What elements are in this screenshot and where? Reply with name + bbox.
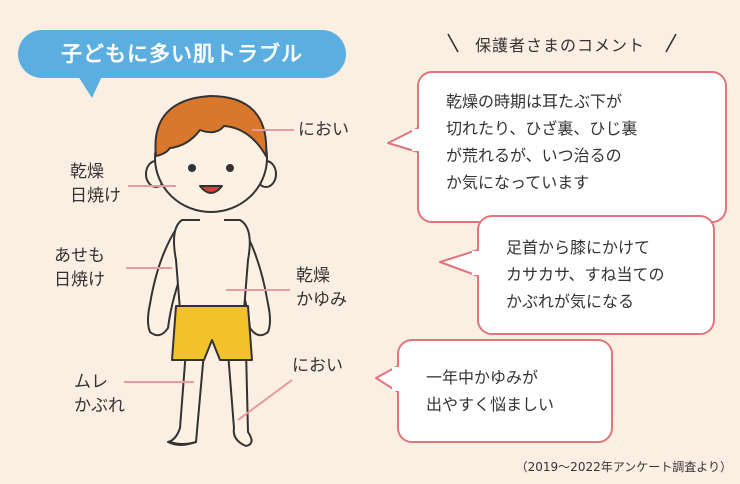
label-belly: 乾燥 かゆみ bbox=[296, 264, 347, 312]
child-figure bbox=[145, 95, 277, 447]
comments-header: 保護者さまのコメント bbox=[474, 36, 645, 55]
comment-2-line-2: カサカサ、すね当ての bbox=[506, 265, 665, 284]
label-arm-line-2: 日焼け bbox=[54, 270, 105, 290]
label-head: におい bbox=[298, 118, 349, 142]
page-title: 子どもに多い肌トラブル bbox=[61, 42, 303, 66]
comment-1: 乾燥の時期は耳たぶ下が 切れたり、ひざ裏、ひじ裏 が荒れるが、いつ治るの か気に… bbox=[446, 88, 637, 196]
label-face-line-1: 乾燥 bbox=[70, 162, 104, 182]
comment-bubble-2 bbox=[439, 215, 715, 335]
comment-bubble-1 bbox=[387, 71, 727, 223]
label-knee-line-1: ムレ bbox=[74, 372, 108, 392]
comment-3: 一年中かゆみが 出やすく悩ましい bbox=[426, 364, 554, 418]
title-bubble-shape bbox=[18, 30, 346, 98]
comment-bubble-3 bbox=[375, 339, 613, 443]
label-leg: におい bbox=[292, 354, 343, 378]
label-belly-line-1: 乾燥 bbox=[296, 266, 330, 286]
comment-1-line-3: が荒れるが、いつ治るの bbox=[446, 146, 622, 165]
label-belly-line-2: かゆみ bbox=[296, 290, 347, 310]
label-head-text: におい bbox=[298, 120, 349, 140]
comment-1-line-1: 乾燥の時期は耳たぶ下が bbox=[446, 92, 623, 111]
label-face-line-2: 日焼け bbox=[70, 186, 121, 206]
label-face: 乾燥 日焼け bbox=[70, 160, 121, 208]
comment-1-line-4: か気になっています bbox=[446, 173, 590, 192]
header-decoration bbox=[447, 33, 677, 53]
comment-2: 足首から膝にかけて カサカサ、すね当ての かぶれが気になる bbox=[506, 234, 665, 315]
label-arm: あせも 日焼け bbox=[54, 244, 105, 292]
label-knee-line-2: かぶれ bbox=[74, 396, 125, 416]
label-knee: ムレ かぶれ bbox=[74, 370, 125, 418]
label-leg-text: におい bbox=[292, 356, 343, 376]
comment-3-line-1: 一年中かゆみが bbox=[426, 368, 539, 387]
comment-1-line-2: 切れたり、ひざ裏、ひじ裏 bbox=[446, 119, 638, 138]
source-footnote: （2019～2022年アンケート調査より） bbox=[515, 460, 732, 474]
comment-3-line-2: 出やすく悩ましい bbox=[426, 395, 555, 414]
comment-2-line-3: かぶれが気になる bbox=[506, 292, 635, 311]
leader-lines bbox=[124, 129, 294, 421]
label-arm-line-1: あせも bbox=[54, 246, 105, 266]
comment-2-line-1: 足首から膝にかけて bbox=[506, 238, 651, 257]
